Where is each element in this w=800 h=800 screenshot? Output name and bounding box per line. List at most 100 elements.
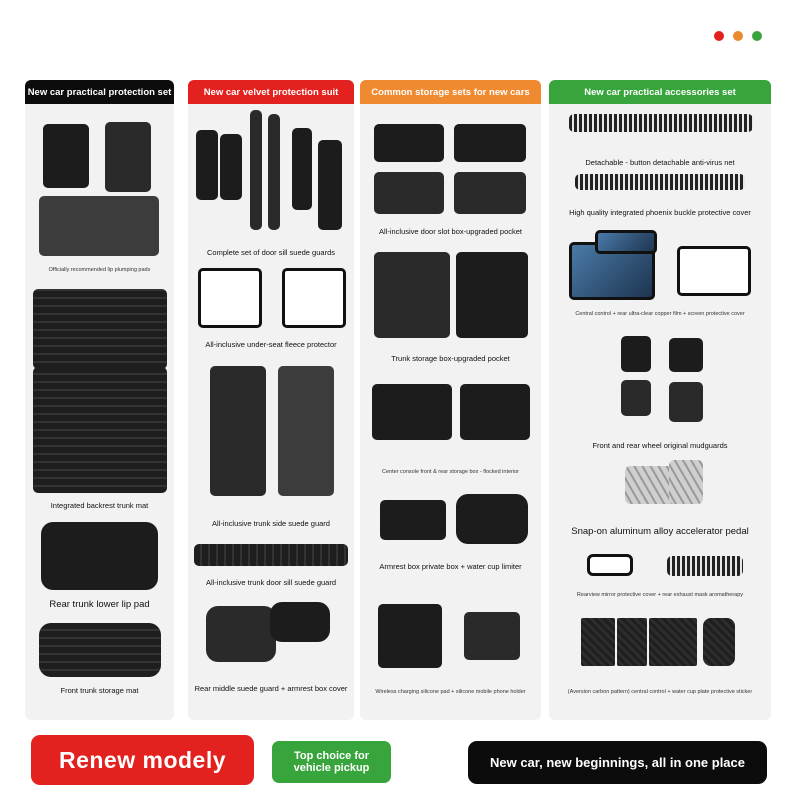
product-caption: Rear middle suede guard + armrest box co… (194, 684, 348, 693)
door-slot-box-image (374, 124, 444, 162)
console-box-front-image (372, 384, 452, 440)
product-mudguards: Front and rear wheel original mudguards (549, 336, 771, 452)
product-caption: All-inclusive trunk door sill suede guar… (205, 578, 337, 587)
charging-pad-image (378, 604, 442, 668)
console-box-rear-image (460, 384, 530, 440)
mudguard-image (669, 338, 703, 372)
product-caption: (Aversion carbon pattern) central contro… (567, 689, 753, 695)
product-under-seat-protector: All-inclusive under-seat fleece protecto… (188, 268, 354, 352)
product-trunk-lip-pad: Rear trunk lower lip pad (25, 522, 174, 614)
phoenix-cover-image (575, 174, 745, 190)
phone-holder-image (464, 612, 520, 660)
product-carbon-sticker: (Aversion carbon pattern) central contro… (549, 616, 771, 720)
trunk-lip-pad-image (41, 522, 158, 590)
front-mat-left-image (43, 124, 89, 188)
trunk-box-right-image (456, 252, 528, 338)
door-slot-box-image (454, 124, 526, 162)
trunk-box-left-image (374, 252, 450, 338)
product-caption: Officially recommended lip plumping pads (48, 267, 151, 273)
product-armrest-cover: Rear middle suede guard + armrest box co… (188, 598, 354, 702)
product-caption: All-inclusive trunk side suede guard (212, 519, 330, 528)
mudguard-image (669, 382, 703, 422)
product-lip-pads: Officially recommended lip plumping pads (25, 116, 174, 276)
under-seat-left-image (198, 268, 262, 328)
product-caption: Front trunk storage mat (60, 686, 139, 695)
product-door-sill-guards: Complete set of door sill suede guards (188, 110, 354, 262)
column-velvet-suit: New car velvet protection suit Complete … (188, 80, 354, 720)
product-wireless-pad: Wireless charging silicone pad + silicon… (360, 600, 541, 698)
rear-screen-image (595, 230, 657, 254)
product-caption: Rearview mirror protective cover + rear … (576, 592, 744, 598)
slogan-banner: New car, new beginnings, all in one plac… (468, 741, 767, 784)
sill-guard-image (196, 130, 218, 200)
product-anti-virus-net: Detachable - button detachable anti-viru… (549, 114, 771, 167)
mudguard-image (621, 336, 651, 372)
product-caption: Rear trunk lower lip pad (49, 599, 150, 610)
trunk-side-right-image (278, 366, 334, 496)
cup-plate-sticker-image (703, 618, 735, 666)
product-caption: Snap-on aluminum alloy accelerator pedal (571, 526, 749, 537)
column-title: New car velvet protection suit (188, 80, 354, 104)
mirror-cover-image (587, 554, 633, 576)
product-front-trunk-mat: Front trunk storage mat (25, 623, 174, 703)
product-caption: Central control + rear ultra-clear coppe… (575, 311, 745, 317)
product-caption: All-inclusive door slot box-upgraded poc… (379, 227, 522, 236)
rear-mat-image (39, 196, 159, 256)
water-cup-limiter-image (456, 494, 528, 544)
anti-virus-net-image (569, 114, 753, 132)
dot-orange (733, 31, 743, 41)
carbon-sticker-image (649, 618, 697, 666)
door-slot-box-image (454, 172, 526, 214)
dot-red (714, 31, 724, 41)
front-mat-right-image (105, 122, 151, 192)
product-console-storage-box: Center console front & rear storage box … (360, 378, 541, 478)
product-caption: Wireless charging silicone pad + silicon… (375, 689, 526, 695)
window-dots (714, 31, 762, 41)
product-caption: Armrest box private box + water cup limi… (379, 562, 522, 571)
product-screen-film: Central control + rear ultra-clear coppe… (549, 230, 771, 320)
armrest-cover-image (270, 602, 330, 642)
product-backrest-trunk-mat: Integrated backrest trunk mat (25, 285, 174, 515)
product-caption: Complete set of door sill suede guards (207, 248, 335, 257)
product-caption: Detachable - button detachable anti-viru… (585, 158, 735, 167)
product-caption: Front and rear wheel original mudguards (592, 441, 728, 450)
column-title: Common storage sets for new cars (360, 80, 541, 104)
trunk-door-sill-image (194, 544, 348, 566)
sill-guard-image (250, 110, 262, 230)
product-caption: All-inclusive under-seat fleece protecto… (205, 340, 337, 349)
dot-green (752, 31, 762, 41)
sill-guard-image (318, 140, 342, 230)
sill-guard-image (268, 114, 280, 230)
under-seat-right-image (282, 268, 346, 328)
product-trunk-storage-box: Trunk storage box-upgraded pocket (360, 252, 541, 370)
exhaust-mask-image (667, 556, 743, 576)
armrest-guard-image (206, 606, 276, 662)
product-accelerator-pedal: Snap-on aluminum alloy accelerator pedal (549, 460, 771, 542)
mudguard-image (621, 380, 651, 416)
product-caption: Trunk storage box-upgraded pocket (391, 354, 510, 363)
column-storage-sets: Common storage sets for new cars All-inc… (360, 80, 541, 720)
product-armrest-box: Armrest box private box + water cup limi… (360, 492, 541, 574)
brake-pedal-image (625, 466, 677, 504)
product-caption: Center console front & rear storage box … (382, 469, 519, 475)
brand-banner: Renew modely (31, 735, 254, 785)
column-title: New car practical protection set (25, 80, 174, 104)
product-door-slot-box: All-inclusive door slot box-upgraded poc… (360, 120, 541, 240)
product-trunk-door-sill: All-inclusive trunk door sill suede guar… (188, 540, 354, 590)
product-trunk-side-guard: All-inclusive trunk side suede guard (188, 366, 354, 532)
armrest-private-box-image (380, 500, 446, 540)
column-protection-set: New car practical protection set Officia… (25, 80, 174, 720)
accelerator-pedal-image (669, 460, 703, 504)
front-trunk-mat-image (39, 623, 161, 677)
product-mirror-cover: Rearview mirror protective cover + rear … (549, 550, 771, 600)
product-caption: Integrated backrest trunk mat (50, 501, 149, 510)
sill-guard-image (292, 128, 312, 210)
sill-guard-image (220, 134, 242, 200)
door-slot-box-image (374, 172, 444, 214)
product-caption: High quality integrated phoenix buckle p… (569, 208, 751, 217)
trunk-side-left-image (210, 366, 266, 496)
carbon-sticker-image (581, 618, 615, 666)
product-phoenix-cover: High quality integrated phoenix buckle p… (549, 172, 771, 218)
backrest-mat-image (33, 289, 167, 369)
